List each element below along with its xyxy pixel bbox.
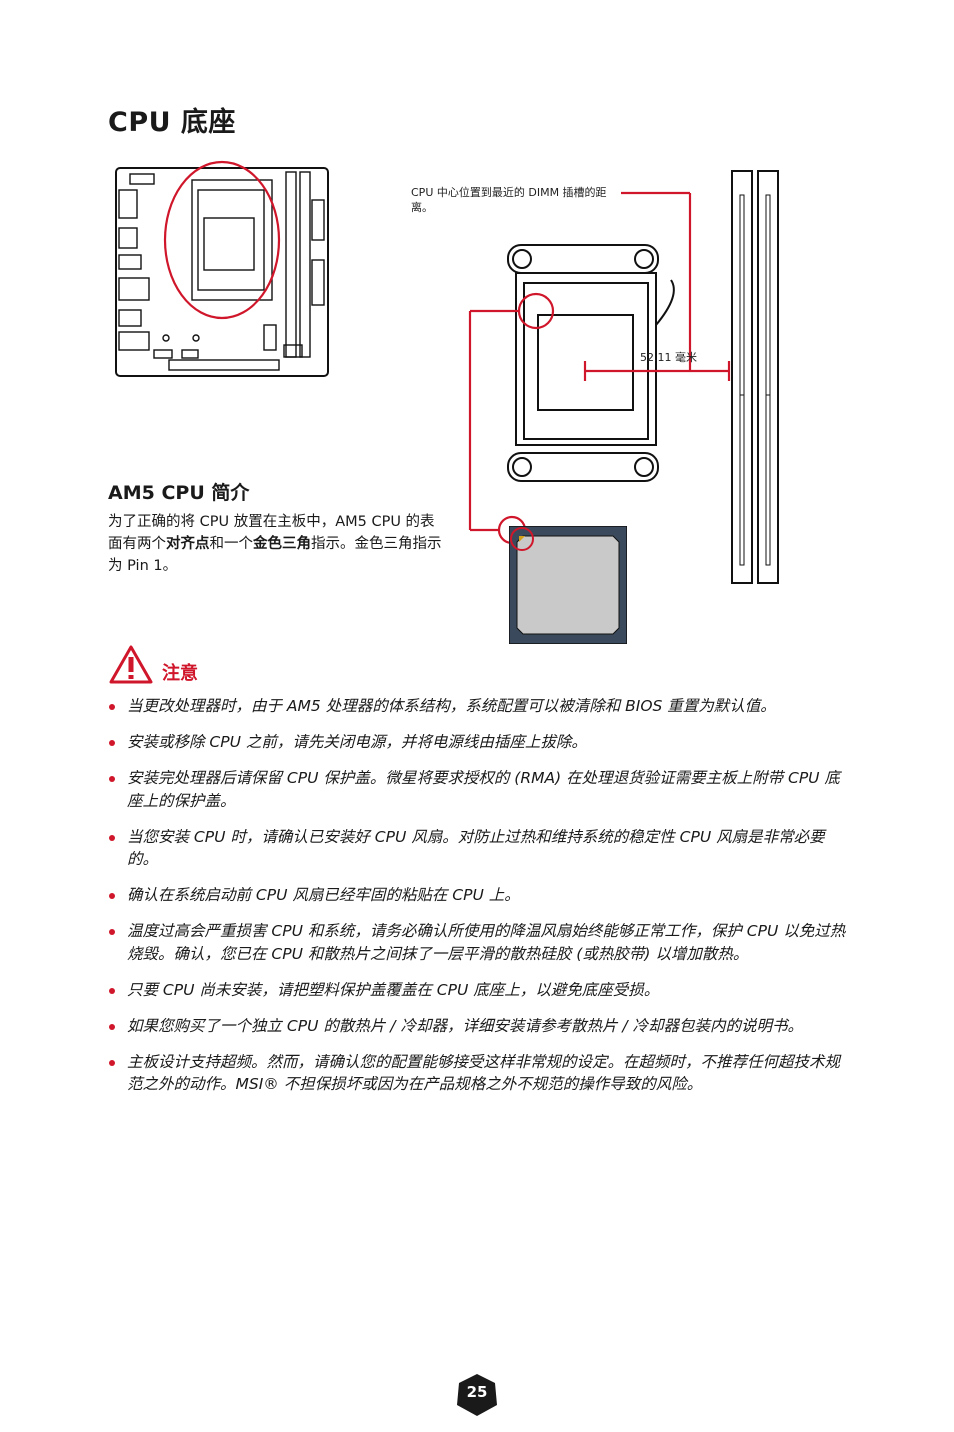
motherboard-overview-image — [115, 160, 329, 377]
list-item: 确认在系统启动前 CPU 风扇已经牢固的粘贴在 CPU 上。 — [108, 884, 848, 907]
bullet-icon — [109, 740, 115, 746]
bullet-icon — [109, 929, 115, 935]
list-item: 安装或移除 CPU 之前，请先关闭电源，并将电源线由插座上拔除。 — [108, 731, 848, 754]
note-text: 当更改处理器时，由于 AM5 处理器的体系结构，系统配置可以被清除和 BIOS … — [127, 697, 776, 715]
note-text: 温度过高会严重损害 CPU 和系统，请务必确认所使用的降温风扇始终能够正常工作，… — [127, 922, 846, 963]
list-item: 当更改处理器时，由于 AM5 处理器的体系结构，系统配置可以被清除和 BIOS … — [108, 695, 848, 718]
bullet-icon — [109, 893, 115, 899]
intro-text: 指示。金色三角指示为 Pin 1。 — [108, 536, 442, 574]
caution-list: 当更改处理器时，由于 AM5 处理器的体系结构，系统配置可以被清除和 BIOS … — [108, 695, 848, 1109]
am5-cpu-image — [509, 526, 627, 644]
note-text: 如果您购买了一个独立 CPU 的散热片 / 冷却器，详细安装请参考散热片 / 冷… — [127, 1016, 804, 1035]
am5-heading: AM5 CPU 简介 — [108, 482, 250, 504]
intro-bold-alignment: 对齐点 — [166, 536, 210, 552]
list-item: 温度过高会严重损害 CPU 和系统，请务必确认所使用的降温风扇始终能够正常工作，… — [108, 920, 848, 965]
am5-intro: 为了正确的将 CPU 放置在主板中，AM5 CPU 的表面有两个对齐点和一个金色… — [108, 511, 443, 577]
intro-bold-gold-triangle: 金色三角 — [253, 536, 311, 552]
note-text: 安装或移除 CPU 之前，请先关闭电源，并将电源线由插座上拔除。 — [127, 733, 587, 751]
page-number-badge — [457, 1374, 497, 1416]
page-number: 25 — [466, 1383, 488, 1401]
page-title: CPU 底座 — [108, 107, 236, 138]
bullet-icon — [109, 704, 115, 710]
note-text: 主板设计支持超频。然而，请确认您的配置能够接受这样非常规的设定。在超频时，不推荐… — [127, 1052, 841, 1094]
list-item: 主板设计支持超频。然而，请确认您的配置能够接受这样非常规的设定。在超频时，不推荐… — [108, 1051, 848, 1096]
bullet-icon — [109, 1023, 115, 1030]
bullet-icon — [109, 1059, 115, 1066]
bullet-icon — [109, 987, 115, 994]
distance-value: 52.11 毫米 — [640, 351, 697, 364]
list-item: 当您安装 CPU 时，请确认已安装好 CPU 风扇。对防止过热和维持系统的稳定性… — [108, 826, 848, 871]
dimm-distance-label: CPU 中心位置到最近的 DIMM 插槽的距离。 — [411, 186, 607, 214]
note-text: 只要 CPU 尚未安装，请把塑料保护盖覆盖在 CPU 底座上，以避免底座受损。 — [127, 980, 660, 999]
intro-text: 为了正确的将 CPU 放置在主板中，AM5 CPU 的表面有两个 — [108, 514, 435, 552]
note-text: 当您安装 CPU 时，请确认已安装好 CPU 风扇。对防止过热和维持系统的稳定性… — [127, 827, 825, 869]
note-text: 安装完处理器后请保留 CPU 保护盖。微星将要求授权的 (RMA) 在处理退货验… — [127, 769, 840, 810]
list-item: 如果您购买了一个独立 CPU 的散热片 / 冷却器，详细安装请参考散热片 / 冷… — [108, 1015, 848, 1038]
list-item: 安装完处理器后请保留 CPU 保护盖。微星将要求授权的 (RMA) 在处理退货验… — [108, 767, 848, 812]
bullet-icon — [109, 834, 115, 841]
list-item: 只要 CPU 尚未安装，请把塑料保护盖覆盖在 CPU 底座上，以避免底座受损。 — [108, 979, 848, 1002]
warning-triangle-icon — [109, 645, 153, 684]
intro-text: 和一个 — [209, 536, 254, 552]
bullet-icon — [109, 776, 115, 782]
caution-title: 注意 — [162, 663, 198, 684]
note-text: 确认在系统启动前 CPU 风扇已经牢固的粘贴在 CPU 上。 — [127, 886, 520, 904]
